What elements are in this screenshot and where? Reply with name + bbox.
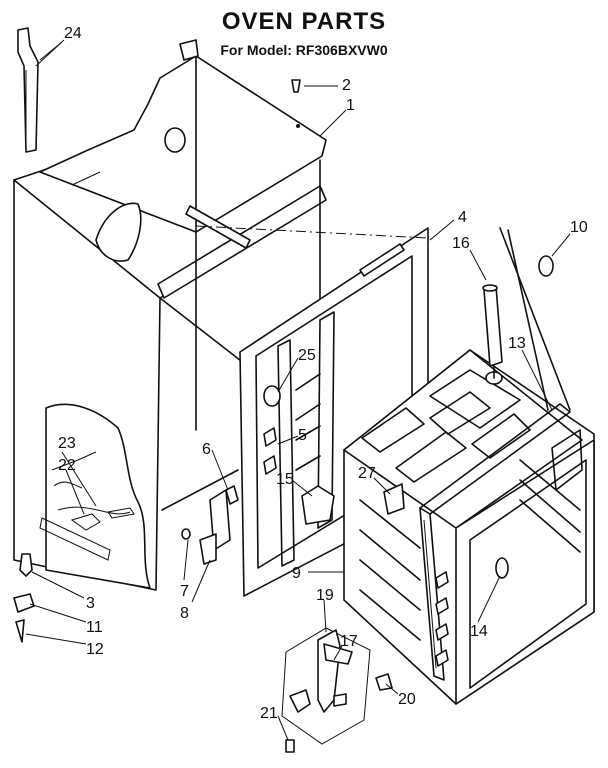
callout-leader-lines <box>25 39 571 741</box>
callout-2: 2 <box>342 77 351 94</box>
callout-1: 1 <box>346 97 355 114</box>
callout-22: 22 <box>58 457 76 474</box>
model-subtitle: For Model: RF306BXVW0 <box>220 42 388 58</box>
callout-21: 21 <box>260 705 278 722</box>
callout-6: 6 <box>202 441 211 458</box>
callout-10: 10 <box>570 219 588 236</box>
callout-27: 27 <box>358 465 376 482</box>
callout-labels: 24 2 1 4 10 16 13 25 5 6 15 27 23 22 3 1… <box>58 25 588 722</box>
callout-23: 23 <box>58 435 76 452</box>
callout-19: 19 <box>316 587 334 604</box>
callout-16: 16 <box>452 235 470 252</box>
callout-8: 8 <box>180 605 189 622</box>
callout-9: 9 <box>292 565 301 582</box>
callout-13: 13 <box>508 335 526 352</box>
callout-12: 12 <box>86 641 104 658</box>
callout-17: 17 <box>340 633 358 650</box>
cabinet-side-panel <box>13 159 197 591</box>
callout-7: 7 <box>180 583 189 600</box>
oven-cavity-liner <box>343 227 595 705</box>
small-hardware-parts <box>13 485 335 643</box>
callout-3: 3 <box>86 595 95 612</box>
callout-20: 20 <box>398 691 416 708</box>
cabinet-rear-frame <box>39 39 331 511</box>
callout-24: 24 <box>64 25 82 42</box>
callout-25: 25 <box>298 347 316 364</box>
part-24-trim-strip <box>17 27 63 153</box>
door-hinge-assembly <box>281 627 393 753</box>
diagram-title: OVEN PARTS <box>221 8 387 35</box>
callout-15: 15 <box>276 471 294 488</box>
callout-14: 14 <box>470 623 488 640</box>
callout-4: 4 <box>458 209 467 226</box>
callout-11: 11 <box>86 619 103 636</box>
callout-5: 5 <box>298 427 307 444</box>
